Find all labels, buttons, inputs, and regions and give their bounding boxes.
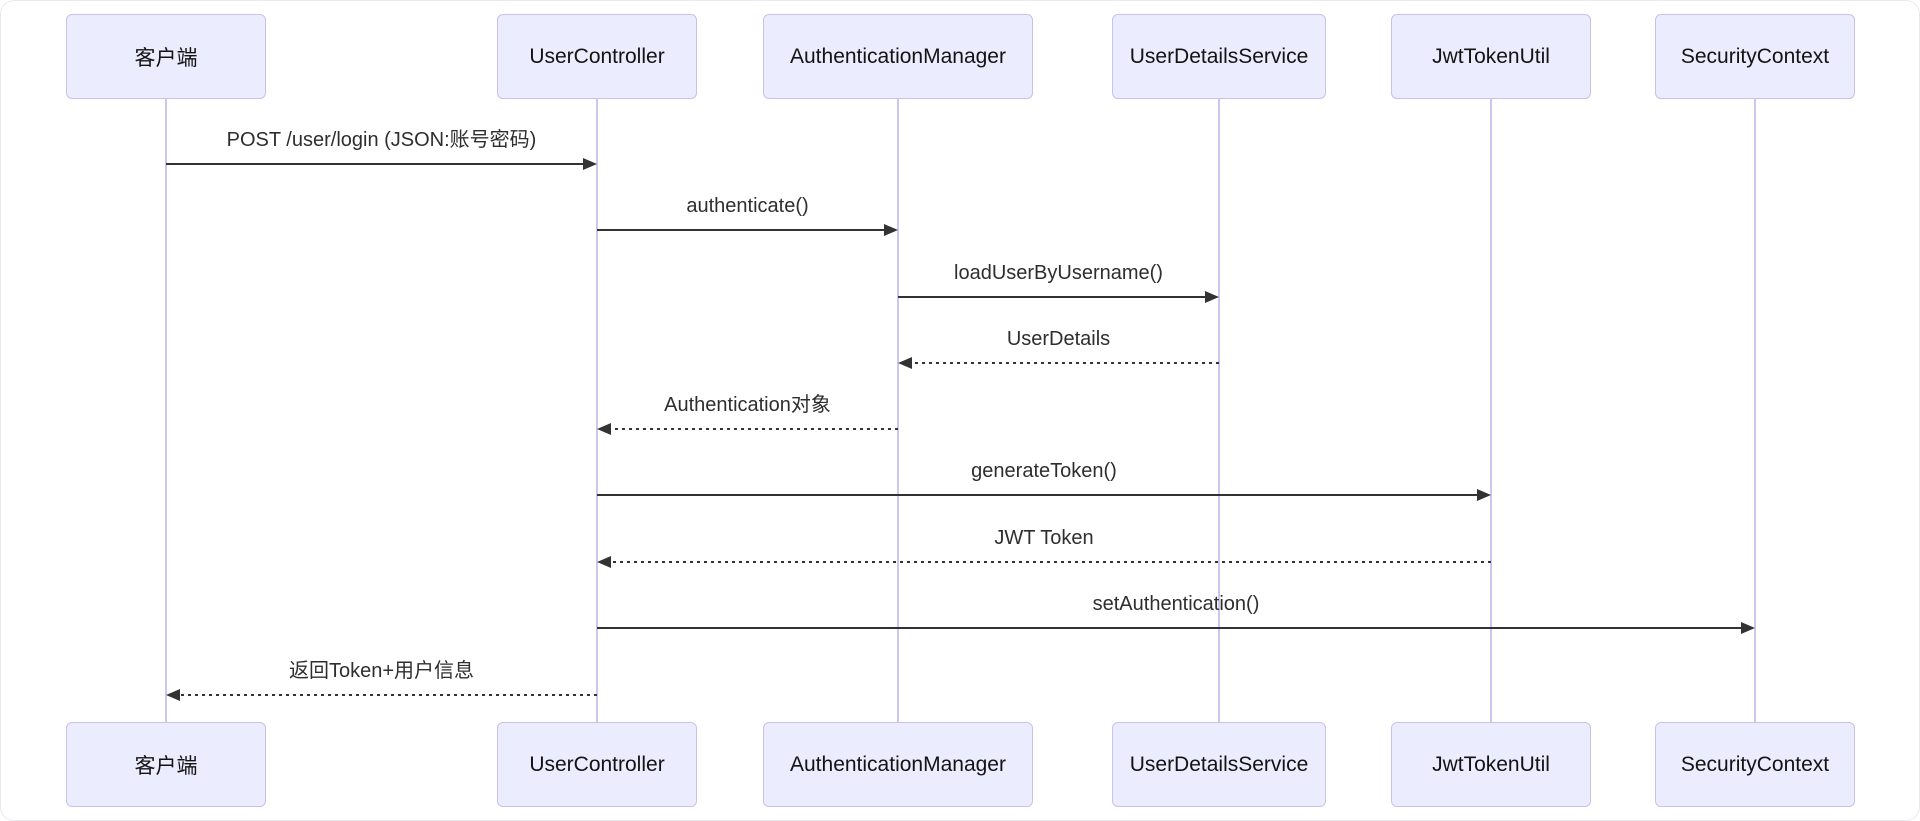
message-label: loadUserByUsername() xyxy=(954,262,1163,284)
actor-label: 客户端 xyxy=(134,46,198,70)
actor-box-bottom-client: 客户端 xyxy=(66,722,266,807)
actor-label: JwtTokenUtil xyxy=(1432,44,1550,68)
message-arrowhead xyxy=(597,556,611,568)
message-label: setAuthentication() xyxy=(1092,593,1260,615)
actor-label: 客户端 xyxy=(134,754,198,778)
actor-label: UserDetailsService xyxy=(1129,44,1309,68)
message-label: generateToken() xyxy=(971,460,1117,482)
actor-box-bottom-securityContext: SecurityContext xyxy=(1655,722,1855,807)
actor-label: SecurityContext xyxy=(1680,44,1830,68)
message-arrowhead xyxy=(1477,489,1491,501)
lifeline-securityContext xyxy=(1754,99,1756,722)
actor-box-top-jwtTokenUtil: JwtTokenUtil xyxy=(1391,14,1591,99)
lifeline-jwtTokenUtil xyxy=(1490,99,1492,722)
actor-box-top-authenticationManager: AuthenticationManager xyxy=(763,14,1033,99)
actor-box-top-userController: UserController xyxy=(497,14,697,99)
message-label: JWT Token xyxy=(994,527,1094,549)
message-arrowhead xyxy=(583,158,597,170)
actor-label: SecurityContext xyxy=(1680,752,1830,776)
actor-label: AuthenticationManager xyxy=(790,752,1006,776)
lifeline-authenticationManager xyxy=(897,99,899,722)
actor-box-bottom-jwtTokenUtil: JwtTokenUtil xyxy=(1391,722,1591,807)
actor-label: UserController xyxy=(529,44,665,68)
actor-box-top-securityContext: SecurityContext xyxy=(1655,14,1855,99)
actor-box-bottom-userController: UserController xyxy=(497,722,697,807)
message-label: POST /user/login (JSON:账号密码) xyxy=(226,129,537,151)
lifeline-userController xyxy=(596,99,598,722)
actor-box-top-userDetailsService: UserDetailsService xyxy=(1112,14,1326,99)
message-label: Authentication对象 xyxy=(664,394,831,416)
message-arrowhead xyxy=(597,423,611,435)
message-label: 返回Token+用户信息 xyxy=(288,660,475,682)
actor-box-bottom-userDetailsService: UserDetailsService xyxy=(1112,722,1326,807)
actor-box-bottom-authenticationManager: AuthenticationManager xyxy=(763,722,1033,807)
message-arrowhead xyxy=(898,357,912,369)
message-arrowhead xyxy=(1205,291,1219,303)
lifeline-client xyxy=(165,99,167,722)
actor-label: AuthenticationManager xyxy=(790,44,1006,68)
message-arrowhead xyxy=(166,689,180,701)
actor-label: UserController xyxy=(529,752,665,776)
actor-label: UserDetailsService xyxy=(1129,752,1309,776)
actor-label: JwtTokenUtil xyxy=(1432,752,1550,776)
lifeline-userDetailsService xyxy=(1218,99,1220,722)
message-arrowhead xyxy=(884,224,898,236)
message-arrowhead xyxy=(1741,622,1755,634)
actor-box-top-client: 客户端 xyxy=(66,14,266,99)
message-label: UserDetails xyxy=(1006,328,1111,350)
message-label: authenticate() xyxy=(686,195,809,217)
